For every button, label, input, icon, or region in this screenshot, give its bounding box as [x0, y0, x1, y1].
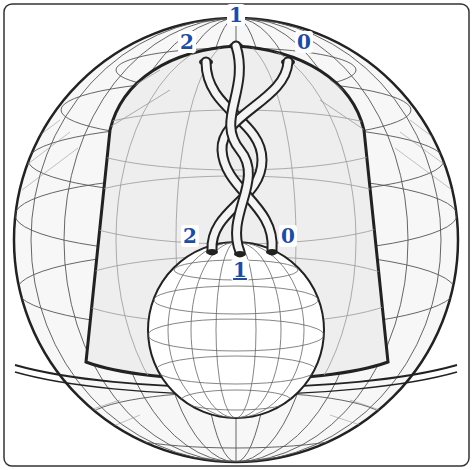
callout-number: 1	[231, 259, 249, 281]
callout-number: 0	[279, 225, 297, 247]
callout-number: 2	[178, 31, 196, 53]
callout-number: 0	[295, 31, 313, 53]
callout-number: 1	[227, 4, 245, 26]
callout-number: 2	[181, 225, 199, 247]
